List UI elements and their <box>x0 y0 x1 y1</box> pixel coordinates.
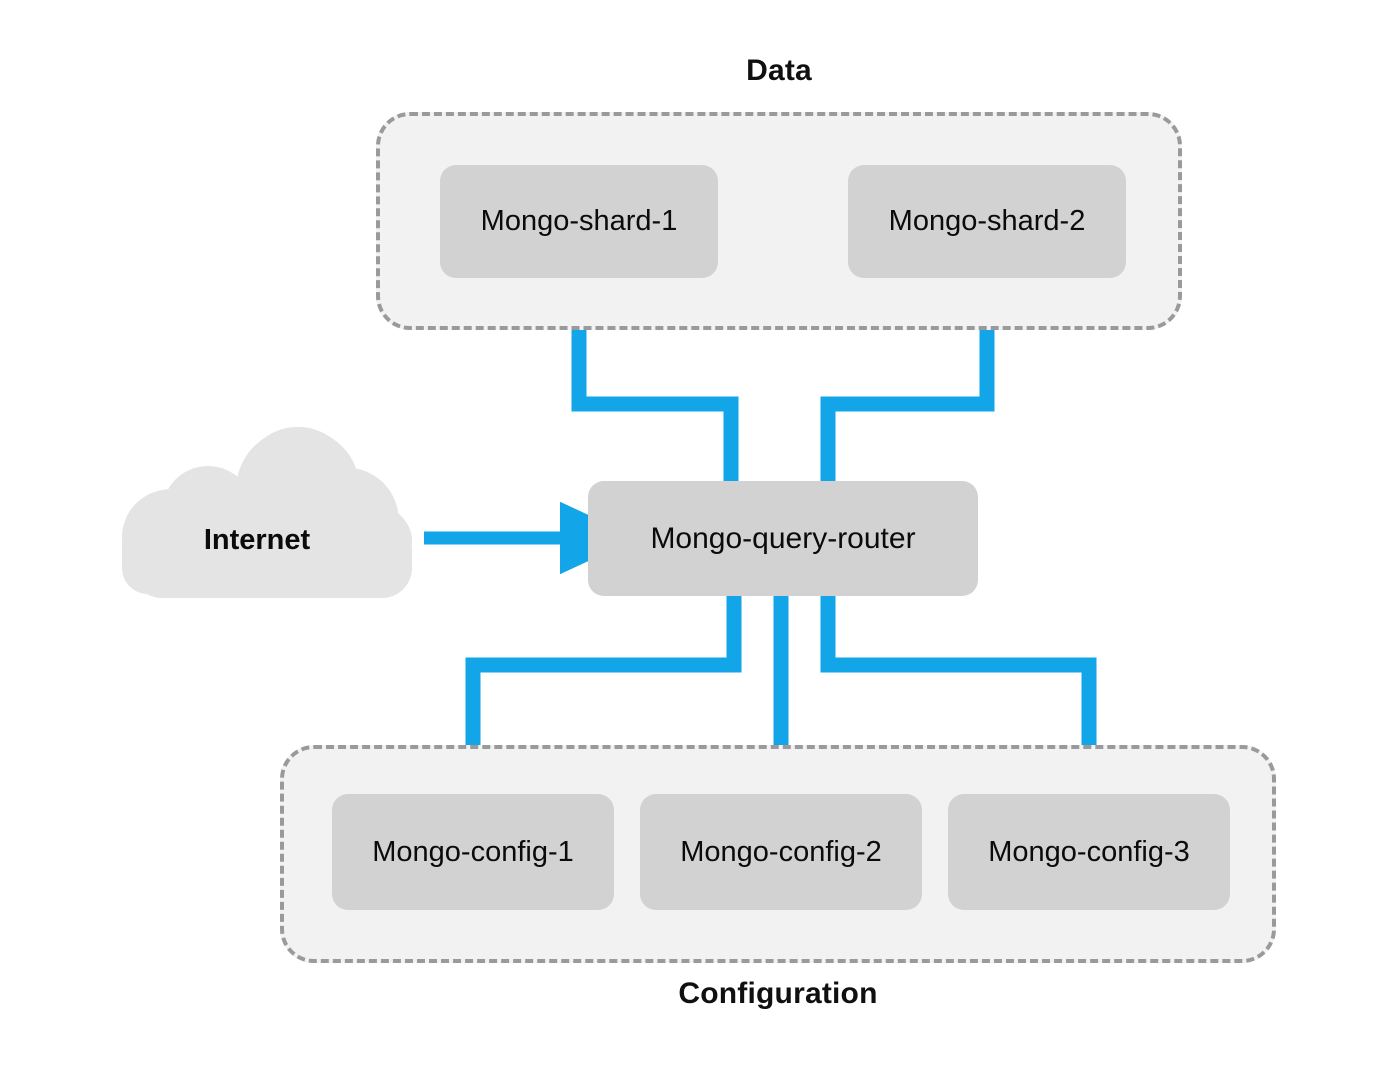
node-mongo-config-1[interactable]: Mongo-config-1 <box>332 794 614 910</box>
node-label: Mongo-config-3 <box>988 835 1190 868</box>
node-mongo-query-router[interactable]: Mongo-query-router <box>588 481 978 596</box>
node-label: Mongo-shard-1 <box>480 205 678 237</box>
internet-cloud-label: Internet <box>203 524 311 556</box>
cloud-icon <box>121 426 412 598</box>
node-mongo-shard-1[interactable]: Mongo-shard-1 <box>440 165 718 278</box>
node-mongo-config-3[interactable]: Mongo-config-3 <box>948 794 1230 910</box>
configuration-group-label: Configuration <box>678 977 878 1010</box>
data-group-label: Data <box>746 54 812 87</box>
node-label: Mongo-config-1 <box>372 835 574 868</box>
node-label: Mongo-config-2 <box>680 835 882 868</box>
node-label: Mongo-query-router <box>650 521 916 555</box>
node-mongo-config-2[interactable]: Mongo-config-2 <box>640 794 922 910</box>
node-mongo-shard-2[interactable]: Mongo-shard-2 <box>848 165 1126 278</box>
node-label: Mongo-shard-2 <box>888 205 1086 237</box>
internet-cloud[interactable]: Internet <box>112 420 452 628</box>
